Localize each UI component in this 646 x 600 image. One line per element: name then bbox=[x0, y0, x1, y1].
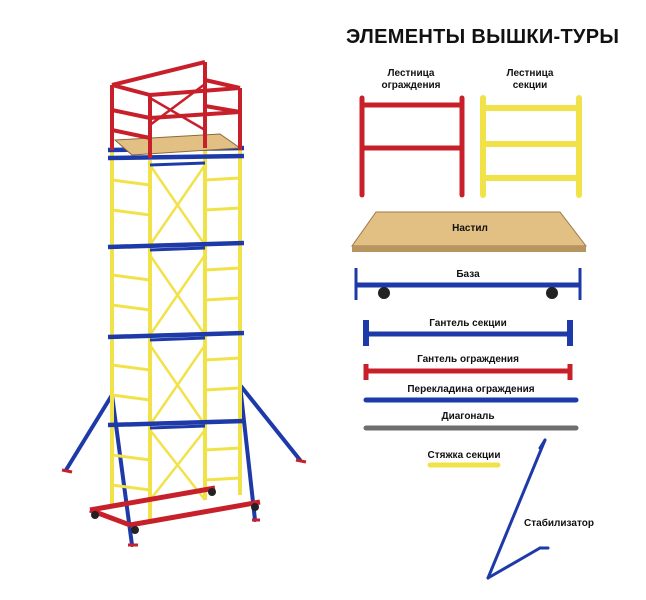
part-ladder-guard bbox=[359, 95, 465, 198]
label-ladder-guard: Лестница ограждения bbox=[381, 68, 441, 91]
part-ladder-section bbox=[480, 95, 582, 198]
tower-wheels bbox=[91, 488, 259, 534]
tower-guardrail-diagonals bbox=[149, 82, 206, 132]
label-stabilizer: Стабилизатор bbox=[524, 518, 594, 529]
label-dumbbell-guard: Гантель ограждения bbox=[417, 354, 519, 365]
tower-guardrail bbox=[110, 60, 242, 158]
part-dumbbell-guard bbox=[363, 364, 573, 380]
page-title: ЭЛЕМЕНТЫ ВЫШКИ-ТУРЫ bbox=[346, 26, 620, 48]
tower bbox=[61, 60, 307, 547]
part-stabilizer bbox=[486, 438, 550, 580]
tower-deck bbox=[113, 133, 242, 156]
label-ladder-section: Лестница секции bbox=[506, 68, 554, 91]
label-diagonal: Диагональ bbox=[441, 411, 495, 422]
label-deck: Настил bbox=[452, 223, 488, 234]
tower-stabilizers bbox=[64, 383, 302, 547]
tower-yellow-rungs bbox=[111, 176, 241, 492]
part-base bbox=[354, 268, 582, 300]
label-crossbar-guard: Перекладина ограждения bbox=[407, 384, 535, 395]
tower-base bbox=[89, 485, 261, 528]
part-dumbbell-section bbox=[363, 320, 573, 346]
label-tie-section: Стяжка секции bbox=[427, 450, 501, 461]
label-base: База bbox=[456, 269, 480, 280]
tower-stabilizer-feet bbox=[61, 458, 307, 547]
tower-diagonals bbox=[148, 164, 207, 501]
tower-blue-short-ties bbox=[149, 161, 206, 430]
label-dumbbell-section: Гантель секции bbox=[429, 318, 507, 329]
part-deck-edge bbox=[352, 246, 586, 252]
